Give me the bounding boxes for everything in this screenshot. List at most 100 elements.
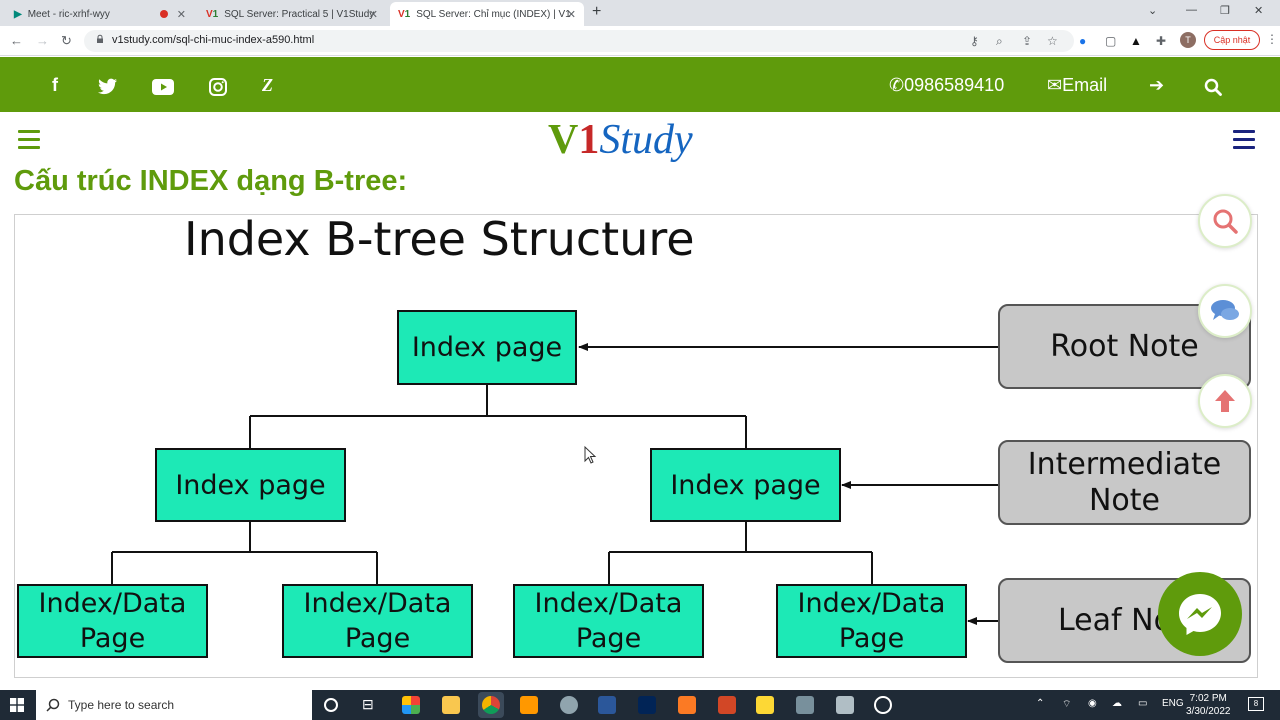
floating-search-button[interactable] bbox=[1198, 194, 1252, 248]
clock-date: 3/30/2022 bbox=[1186, 706, 1231, 717]
notification-center[interactable]: 8 bbox=[1248, 697, 1264, 711]
zalo-icon[interactable]: Z bbox=[262, 75, 273, 95]
profile-extension-icon[interactable]: ● bbox=[1079, 34, 1087, 48]
tray-chevron-icon[interactable]: ⌃ bbox=[1036, 698, 1045, 709]
key-icon[interactable]: ⚷ bbox=[970, 34, 979, 48]
address-toolbar: ← → ↻ v1study.com/sql-chi-muc-index-a590… bbox=[0, 26, 1280, 56]
close-tab-icon[interactable]: ✕ bbox=[176, 8, 186, 21]
clock[interactable]: 7:02 PM 3/30/2022 bbox=[1186, 692, 1231, 718]
url-text: v1study.com/sql-chi-muc-index-a590.html bbox=[112, 34, 315, 46]
avatar[interactable]: T bbox=[1180, 32, 1196, 48]
label-line1: Intermediate bbox=[1027, 446, 1222, 482]
leaf-page-3: Index/Data Page bbox=[513, 584, 704, 658]
search-placeholder: Type here to search bbox=[68, 698, 175, 712]
right-menu-hamburger-icon[interactable] bbox=[1233, 130, 1255, 154]
root-index-page: Index page bbox=[397, 310, 577, 385]
leaf-line1: Index/Data bbox=[303, 587, 452, 619]
onedrive-icon[interactable]: ☁ bbox=[1112, 698, 1122, 709]
v1study-icon: V1 bbox=[398, 8, 411, 20]
extension-icon[interactable]: ▢ bbox=[1105, 34, 1117, 48]
recording-indicator-icon bbox=[160, 10, 168, 18]
tab-practical-5[interactable]: V1 SQL Server: Practical 5 | V1Study ✕ bbox=[198, 2, 386, 26]
zoom-icon[interactable]: ⌕ bbox=[996, 34, 1003, 48]
leaf-page-2: Index/Data Page bbox=[282, 584, 473, 658]
leaf-page-1: Index/Data Page bbox=[17, 584, 208, 658]
site-top-bar: f Z ✆0986589410 ✉Email ➔ bbox=[0, 57, 1280, 112]
facebook-icon[interactable]: f bbox=[52, 75, 58, 95]
meet-icon: ▶ bbox=[14, 8, 22, 20]
chrome-taskbar-active[interactable] bbox=[478, 692, 504, 718]
menu-icon[interactable]: ⋮ bbox=[1266, 32, 1278, 46]
maximize-icon[interactable]: ❐ bbox=[1220, 5, 1230, 17]
messenger-icon bbox=[1179, 594, 1221, 635]
network-icon[interactable]: ⌔ bbox=[1062, 699, 1072, 710]
email-link[interactable]: ✉Email bbox=[1047, 75, 1107, 96]
site-logo[interactable]: V1Study bbox=[548, 116, 693, 164]
instagram-icon[interactable] bbox=[209, 78, 227, 96]
tab-search-chevron-icon[interactable]: ⌄ bbox=[1148, 5, 1158, 17]
intermediate-index-page-left: Index page bbox=[155, 448, 346, 522]
reload-icon[interactable]: ↻ bbox=[61, 33, 72, 48]
leaf-line2: Page bbox=[344, 623, 411, 654]
close-window-icon[interactable]: ✕ bbox=[1254, 5, 1264, 17]
close-tab-icon[interactable]: ✕ bbox=[368, 8, 378, 21]
puzzle-icon[interactable]: ✚ bbox=[1156, 34, 1167, 48]
battery-icon[interactable]: ▭ bbox=[1138, 698, 1148, 709]
tree-connectors bbox=[111, 343, 1000, 625]
floating-chat-button[interactable] bbox=[1198, 284, 1252, 338]
phone-number: 0986589410 bbox=[904, 75, 1005, 95]
tab-meet[interactable]: ▶ Meet - ric-xrhf-wyy ✕ bbox=[6, 2, 194, 26]
search-icon[interactable] bbox=[1204, 78, 1222, 96]
update-button[interactable]: Cập nhật bbox=[1204, 30, 1260, 50]
share-icon[interactable]: ⇪ bbox=[1022, 34, 1033, 48]
leaf-line2: Page bbox=[575, 623, 642, 654]
app-store-icon[interactable] bbox=[402, 696, 420, 714]
back-icon[interactable]: ← bbox=[10, 33, 23, 48]
twitter-icon[interactable] bbox=[98, 78, 118, 95]
messenger-button[interactable] bbox=[1158, 572, 1242, 656]
search-icon bbox=[1213, 209, 1238, 234]
leaf-page-4: Index/Data Page bbox=[776, 584, 967, 658]
phone-icon: ✆ bbox=[889, 75, 905, 95]
tab-chi-muc-index[interactable]: V1 SQL Server: Chỉ mục (INDEX) | V1 ✕ bbox=[390, 2, 584, 26]
minimize-icon[interactable]: — bbox=[1186, 4, 1197, 16]
task-view-icon[interactable]: ⊟ bbox=[362, 696, 374, 712]
language-indicator[interactable]: ENG bbox=[1162, 698, 1184, 709]
xampp-icon[interactable] bbox=[678, 696, 696, 714]
tab-title: SQL Server: Chỉ mục (INDEX) | V1 bbox=[416, 8, 571, 20]
tab-title: SQL Server: Practical 5 | V1Study bbox=[224, 8, 375, 20]
snipping-tool-icon[interactable] bbox=[796, 696, 814, 714]
login-icon[interactable]: ➔ bbox=[1149, 75, 1165, 95]
omnibox[interactable]: v1study.com/sql-chi-muc-index-a590.html bbox=[84, 30, 1074, 52]
v1study-icon: V1 bbox=[206, 8, 219, 20]
youtube-icon[interactable] bbox=[152, 79, 174, 95]
powerpoint-icon[interactable] bbox=[718, 696, 736, 714]
close-tab-icon[interactable]: ✕ bbox=[566, 8, 576, 21]
meet-tray-icon[interactable]: ◉ bbox=[1088, 698, 1097, 709]
word-icon[interactable] bbox=[598, 696, 616, 714]
phone-link[interactable]: ✆0986589410 bbox=[889, 75, 1004, 96]
left-menu-hamburger-icon[interactable] bbox=[18, 130, 40, 154]
paint-icon[interactable] bbox=[836, 696, 854, 714]
cortana-icon[interactable] bbox=[324, 698, 338, 712]
sticky-notes-icon[interactable] bbox=[756, 696, 774, 714]
windows-start-icon[interactable] bbox=[10, 698, 24, 712]
scroll-to-top-button[interactable] bbox=[1198, 374, 1252, 428]
file-explorer-icon[interactable] bbox=[442, 696, 460, 714]
browser-tab-strip: ▶ Meet - ric-xrhf-wyy ✕ V1 SQL Server: P… bbox=[0, 0, 1280, 26]
obs-icon[interactable] bbox=[874, 696, 892, 714]
clock-time: 7:02 PM bbox=[1189, 693, 1227, 704]
app-icon[interactable] bbox=[560, 696, 578, 714]
mouse-cursor-icon bbox=[584, 445, 597, 464]
new-tab-icon[interactable]: + bbox=[592, 3, 602, 20]
forward-icon[interactable]: → bbox=[36, 33, 49, 48]
powershell-icon[interactable] bbox=[638, 696, 656, 714]
angular-extension-icon[interactable]: ▲ bbox=[1130, 34, 1142, 48]
intermediate-note-label: Intermediate Note bbox=[998, 440, 1251, 525]
taskbar-search-box[interactable]: Type here to search bbox=[36, 690, 312, 720]
bookmark-star-icon[interactable]: ☆ bbox=[1047, 34, 1058, 48]
lock-icon bbox=[97, 34, 103, 43]
sublime-text-icon[interactable] bbox=[520, 696, 538, 714]
tab-title: Meet - ric-xrhf-wyy bbox=[27, 8, 110, 20]
envelope-icon: ✉ bbox=[1047, 75, 1063, 95]
